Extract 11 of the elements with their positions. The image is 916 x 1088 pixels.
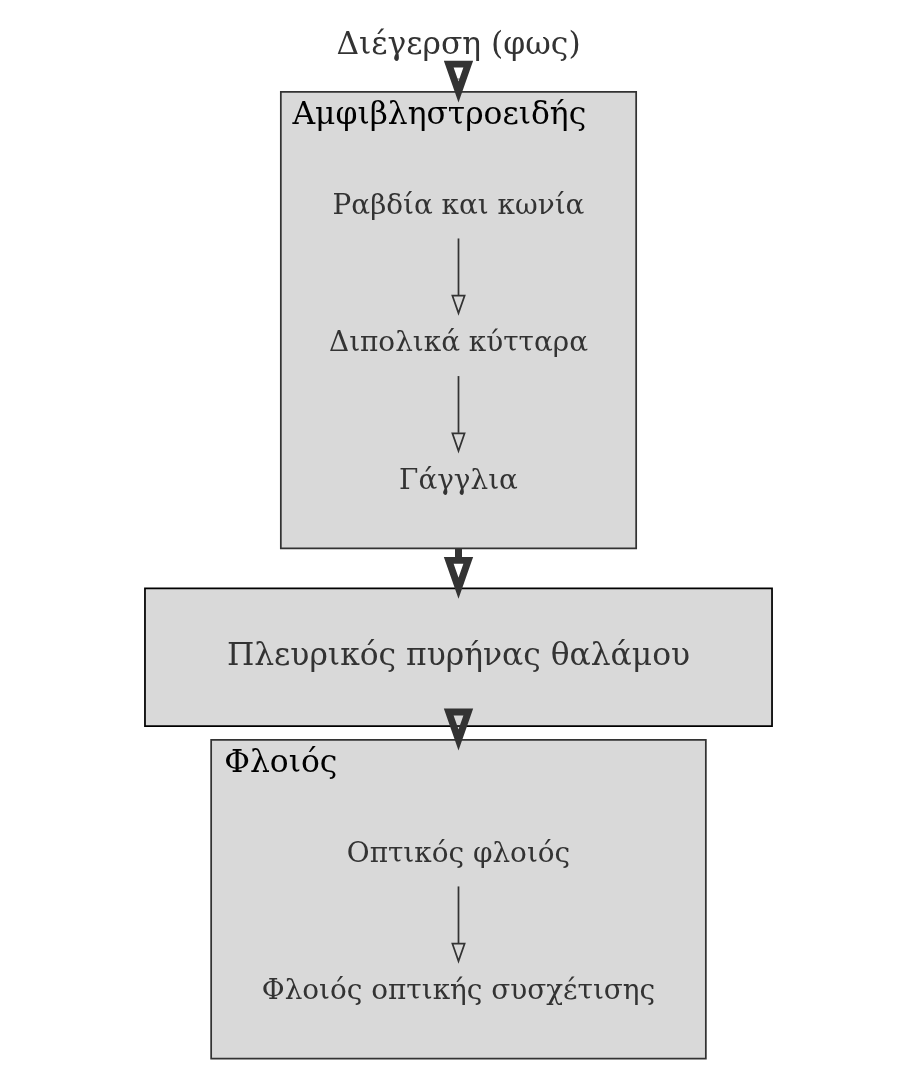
- node-text: Φλοιός οπτικής συσχέτισης: [261, 973, 655, 1007]
- arrow: [450, 375, 466, 454]
- node-text: Διπολικά κύτταρα: [328, 325, 588, 359]
- arrow: [450, 237, 466, 316]
- node-text: Διέγερση (φως): [335, 25, 581, 62]
- node-text: Γάγγλια: [398, 462, 518, 496]
- node-text: Ραβδία και κωνία: [332, 187, 584, 221]
- node-text: Οπτικός φλοιός: [346, 835, 570, 869]
- arrow: [450, 885, 466, 964]
- arrow: [443, 708, 473, 751]
- arrow: [443, 60, 473, 103]
